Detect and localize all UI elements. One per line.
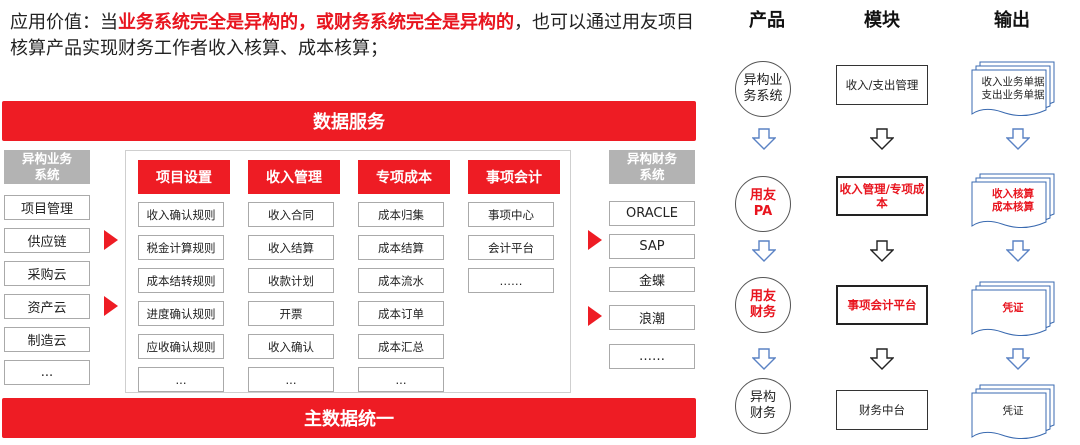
data-service-bar: 数据服务 <box>2 101 696 141</box>
output-text: 凭证 <box>1002 302 1024 314</box>
cell: ... <box>138 367 224 392</box>
right-item: ORACLE <box>609 201 695 226</box>
product-yonyou-pa: 用友 PA <box>735 176 791 232</box>
cell: …… <box>468 268 554 293</box>
column-header-project-settings: 项目设置 <box>138 160 230 194</box>
down-arrow-icon <box>870 240 894 262</box>
right-item: 金蝶 <box>609 267 695 292</box>
cell: 应收确认规则 <box>138 334 224 359</box>
flow-header-product: 产品 <box>749 10 785 31</box>
down-arrow-icon <box>752 348 776 370</box>
right-item: …… <box>609 344 695 369</box>
cell: 成本归集 <box>358 202 444 227</box>
document-stack-icon <box>971 384 1055 439</box>
cell: 收入确认规则 <box>138 202 224 227</box>
intro-highlight: 业务系统完全是异构的，或财务系统完全是异构的 <box>118 12 514 33</box>
flow-header-module: 模块 <box>864 10 900 31</box>
cell: 收款计划 <box>248 268 334 293</box>
column-header-accounting: 事项会计 <box>468 160 560 194</box>
left-header: 异构业务 系统 <box>4 150 90 184</box>
module-event-accounting: 事项会计平台 <box>836 285 928 325</box>
down-arrow-icon <box>870 348 894 370</box>
cell: 收入结算 <box>248 235 334 260</box>
left-item: 资产云 <box>4 294 90 319</box>
cell: ... <box>248 367 334 392</box>
cell: 税金计算规则 <box>138 235 224 260</box>
cell: ... <box>358 367 444 392</box>
right-arrow-icon <box>588 230 602 250</box>
output-voucher-red: 凭证 <box>970 280 1056 336</box>
intro-part2: ，也可以通过用友项目核算产品实现财务工作者收入核算、成本核算； <box>10 12 694 59</box>
right-header: 异构财务 系统 <box>609 150 695 184</box>
module-income-expense: 收入/支出管理 <box>836 65 928 105</box>
document-stack-icon <box>971 173 1055 228</box>
down-arrow-icon <box>752 240 776 262</box>
output-business-docs: 收入业务单据 支出业务单据 <box>970 60 1056 116</box>
output-text: 收入业务单据 支出业务单据 <box>981 76 1045 101</box>
down-arrow-icon <box>752 128 776 150</box>
cell: 成本订单 <box>358 301 444 326</box>
cell: 成本结转规则 <box>138 268 224 293</box>
down-arrow-icon <box>1006 240 1030 262</box>
document-stack-icon <box>971 281 1055 336</box>
intro-text: 应用价值：当业务系统完全是异构的，或财务系统完全是异构的，也可以通过用友项目核算… <box>10 10 700 62</box>
product-yonyou-finance: 用友 财务 <box>735 277 791 333</box>
left-item: 供应链 <box>4 228 90 253</box>
master-data-bar: 主数据统一 <box>2 398 696 438</box>
left-item: ... <box>4 360 90 385</box>
module-finance-center: 财务中台 <box>836 390 928 430</box>
right-arrow-icon <box>588 306 602 326</box>
right-item: 浪潮 <box>609 305 695 330</box>
output-voucher: 凭证 <box>970 383 1056 439</box>
cell: 成本汇总 <box>358 334 444 359</box>
module-revenue-cost: 收入管理/专项成本 <box>836 176 928 216</box>
cell: 收入确认 <box>248 334 334 359</box>
product-hetero-business: 异构业 务系统 <box>735 61 791 117</box>
right-item: SAP <box>609 234 695 259</box>
cell: 成本结算 <box>358 235 444 260</box>
output-text: 收入核算 成本核算 <box>992 188 1034 213</box>
cell: 成本流水 <box>358 268 444 293</box>
right-arrow-icon <box>104 296 118 316</box>
intro-part1: 应用价值：当 <box>10 12 118 33</box>
down-arrow-icon <box>870 128 894 150</box>
cell: 事项中心 <box>468 202 554 227</box>
left-item: 采购云 <box>4 261 90 286</box>
cell: 开票 <box>248 301 334 326</box>
output-text: 凭证 <box>1002 405 1024 417</box>
column-header-revenue: 收入管理 <box>248 160 340 194</box>
document-stack-icon <box>971 61 1055 116</box>
right-arrow-icon <box>104 230 118 250</box>
product-hetero-finance: 异构 财务 <box>735 378 791 434</box>
down-arrow-icon <box>1006 348 1030 370</box>
left-item: 制造云 <box>4 327 90 352</box>
flow-header-output: 输出 <box>994 10 1030 31</box>
cell: 收入合同 <box>248 202 334 227</box>
down-arrow-icon <box>1006 128 1030 150</box>
cell: 会计平台 <box>468 235 554 260</box>
cell: 进度确认规则 <box>138 301 224 326</box>
left-item: 项目管理 <box>4 195 90 220</box>
column-header-cost: 专项成本 <box>358 160 450 194</box>
output-accounting: 收入核算 成本核算 <box>970 172 1056 228</box>
